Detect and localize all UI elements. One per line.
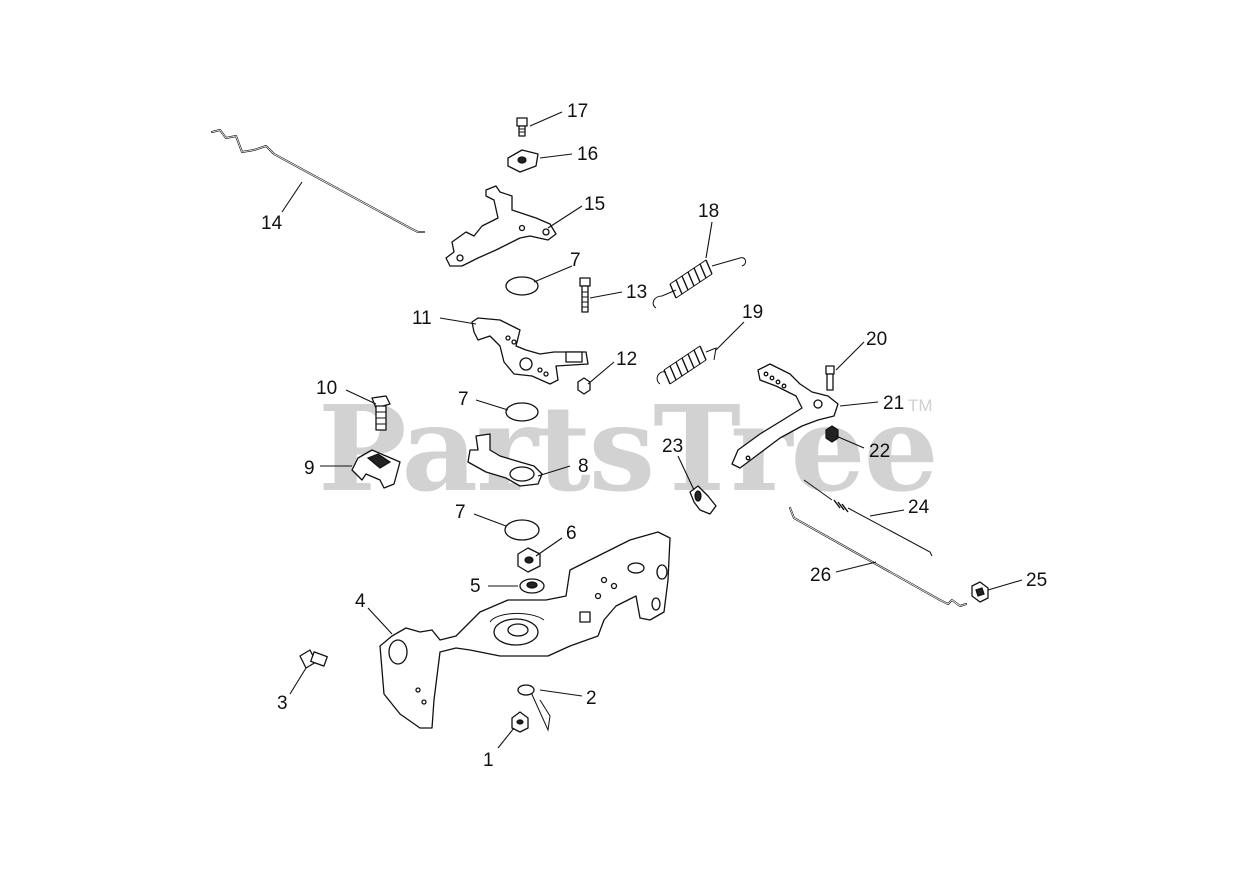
callout-13: 13 bbox=[626, 282, 647, 303]
callout-7-mid: 7 bbox=[458, 389, 469, 410]
part-15-bracket bbox=[445, 185, 557, 267]
part-4-main-bracket bbox=[379, 531, 671, 729]
callout-19: 19 bbox=[742, 302, 763, 323]
watermark-text: PartsTree bbox=[318, 379, 937, 518]
callout-22: 22 bbox=[869, 441, 890, 462]
callout-16: 16 bbox=[577, 144, 598, 165]
callout-8: 8 bbox=[578, 456, 589, 477]
part-14-rod bbox=[211, 129, 425, 233]
part-7-washer-low bbox=[504, 519, 540, 541]
part-12-nut bbox=[577, 377, 591, 395]
callout-7-top: 7 bbox=[570, 250, 581, 271]
part-5-washer bbox=[519, 578, 545, 594]
callout-4: 4 bbox=[355, 591, 366, 612]
part-17-bolt bbox=[516, 117, 528, 137]
part-26-rod bbox=[789, 507, 967, 607]
part-23-clip bbox=[689, 485, 717, 515]
callout-7-low: 7 bbox=[455, 502, 466, 523]
part-22-nut bbox=[825, 425, 839, 443]
callout-6: 6 bbox=[566, 523, 577, 544]
callout-9: 9 bbox=[304, 458, 315, 479]
callout-23: 23 bbox=[662, 436, 683, 457]
callout-21: 21 bbox=[883, 393, 904, 414]
callout-11: 11 bbox=[412, 308, 432, 329]
part-9-clip bbox=[351, 449, 401, 489]
part-19-spring bbox=[656, 345, 717, 385]
callout-12: 12 bbox=[616, 349, 637, 370]
callout-20: 20 bbox=[866, 329, 887, 350]
callout-10: 10 bbox=[316, 378, 337, 399]
callout-labels: 17 16 15 14 18 7 13 11 19 12 20 10 7 21 … bbox=[261, 101, 1047, 771]
part-2-clip bbox=[517, 684, 551, 732]
part-25-nut bbox=[971, 581, 989, 603]
part-10-bolt bbox=[371, 395, 391, 431]
callout-25: 25 bbox=[1026, 570, 1047, 591]
part-20-bolt bbox=[825, 365, 835, 391]
callout-1: 1 bbox=[483, 750, 494, 771]
callout-5: 5 bbox=[470, 576, 481, 597]
part-1-nut bbox=[511, 711, 529, 733]
callout-17: 17 bbox=[567, 101, 588, 122]
part-7-washer-mid bbox=[505, 402, 539, 422]
part-3-bolt bbox=[299, 649, 328, 669]
callout-24: 24 bbox=[908, 497, 930, 518]
part-16-washer bbox=[507, 149, 539, 173]
part-24-rod bbox=[803, 479, 933, 557]
part-6-nut bbox=[517, 547, 541, 573]
part-13-bolt bbox=[579, 277, 591, 313]
part-8-plate bbox=[467, 433, 543, 487]
callout-2: 2 bbox=[586, 688, 597, 709]
part-7-washer-top bbox=[505, 276, 539, 296]
part-18-spring bbox=[652, 257, 747, 309]
leader-lines bbox=[281, 111, 1023, 749]
callout-14: 14 bbox=[261, 213, 283, 234]
callout-26: 26 bbox=[810, 565, 831, 586]
part-11-lever bbox=[471, 317, 589, 385]
part-21-lever bbox=[731, 363, 839, 469]
callout-3: 3 bbox=[277, 693, 288, 714]
callout-15: 15 bbox=[584, 194, 605, 215]
watermark: PartsTree TM bbox=[318, 379, 939, 518]
watermark-trademark: TM bbox=[908, 396, 933, 415]
callout-18: 18 bbox=[698, 201, 719, 222]
